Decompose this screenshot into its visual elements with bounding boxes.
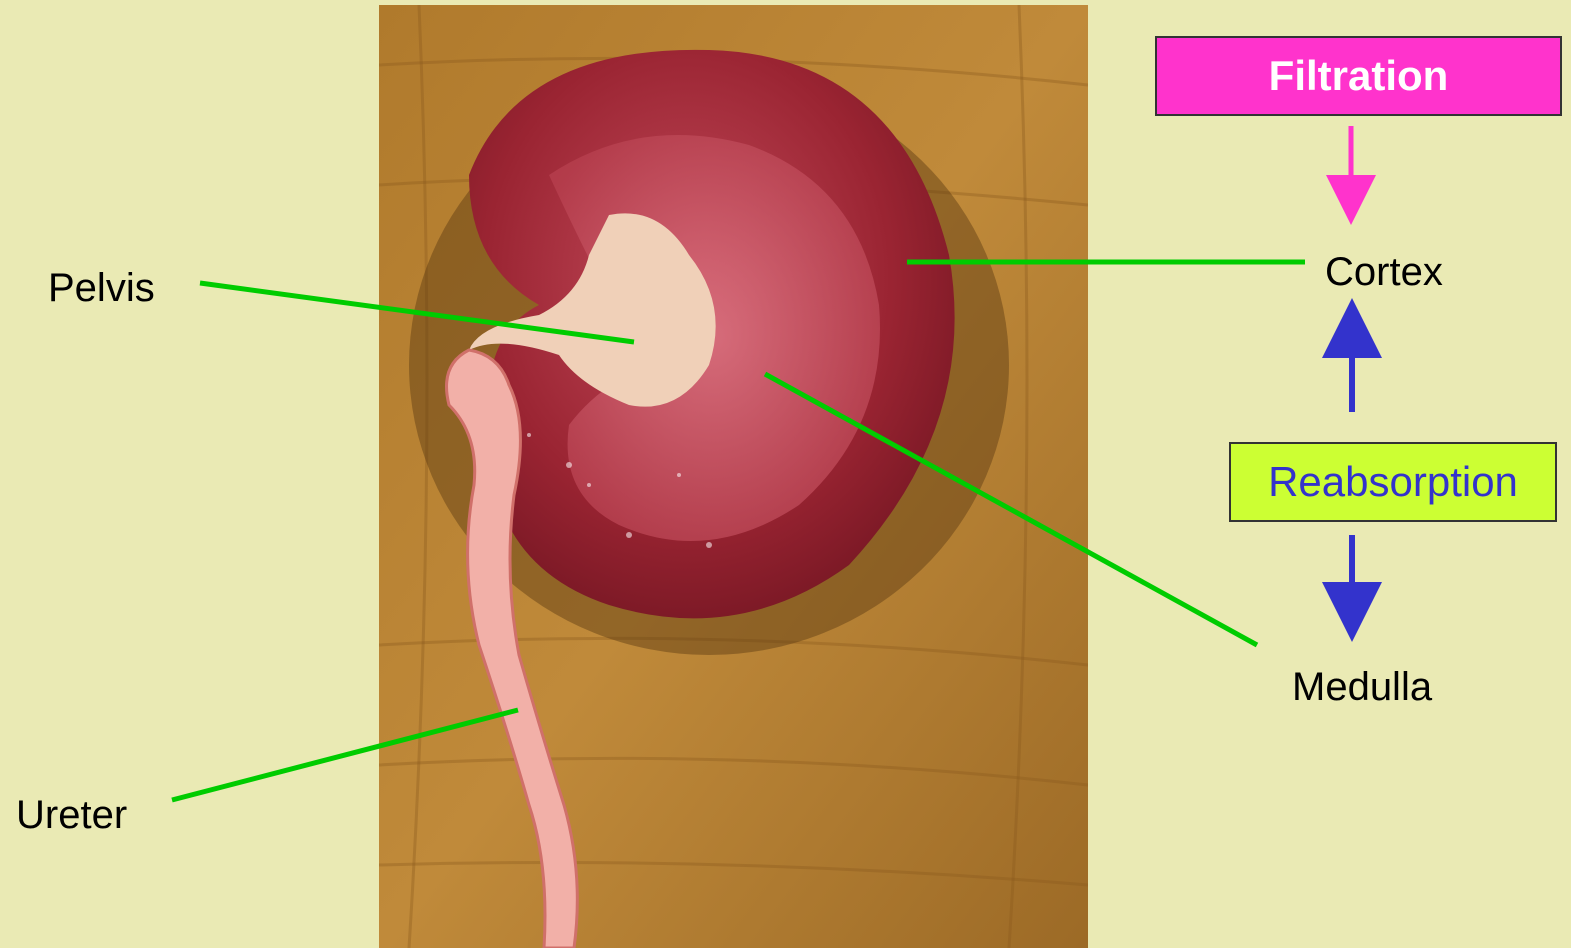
reabsorption-text: Reabsorption: [1268, 458, 1518, 506]
reabsorption-box: Reabsorption: [1229, 442, 1557, 522]
pelvis-label: Pelvis: [48, 268, 155, 308]
medulla-leader-line: [765, 374, 1257, 645]
medulla-label: Medulla: [1292, 667, 1432, 707]
ureter-label: Ureter: [16, 795, 127, 835]
ureter-leader-line: [172, 710, 518, 800]
filtration-text: Filtration: [1269, 52, 1449, 100]
pelvis-leader-line: [200, 283, 634, 342]
filtration-box: Filtration: [1155, 36, 1562, 116]
cortex-label: Cortex: [1325, 252, 1443, 292]
